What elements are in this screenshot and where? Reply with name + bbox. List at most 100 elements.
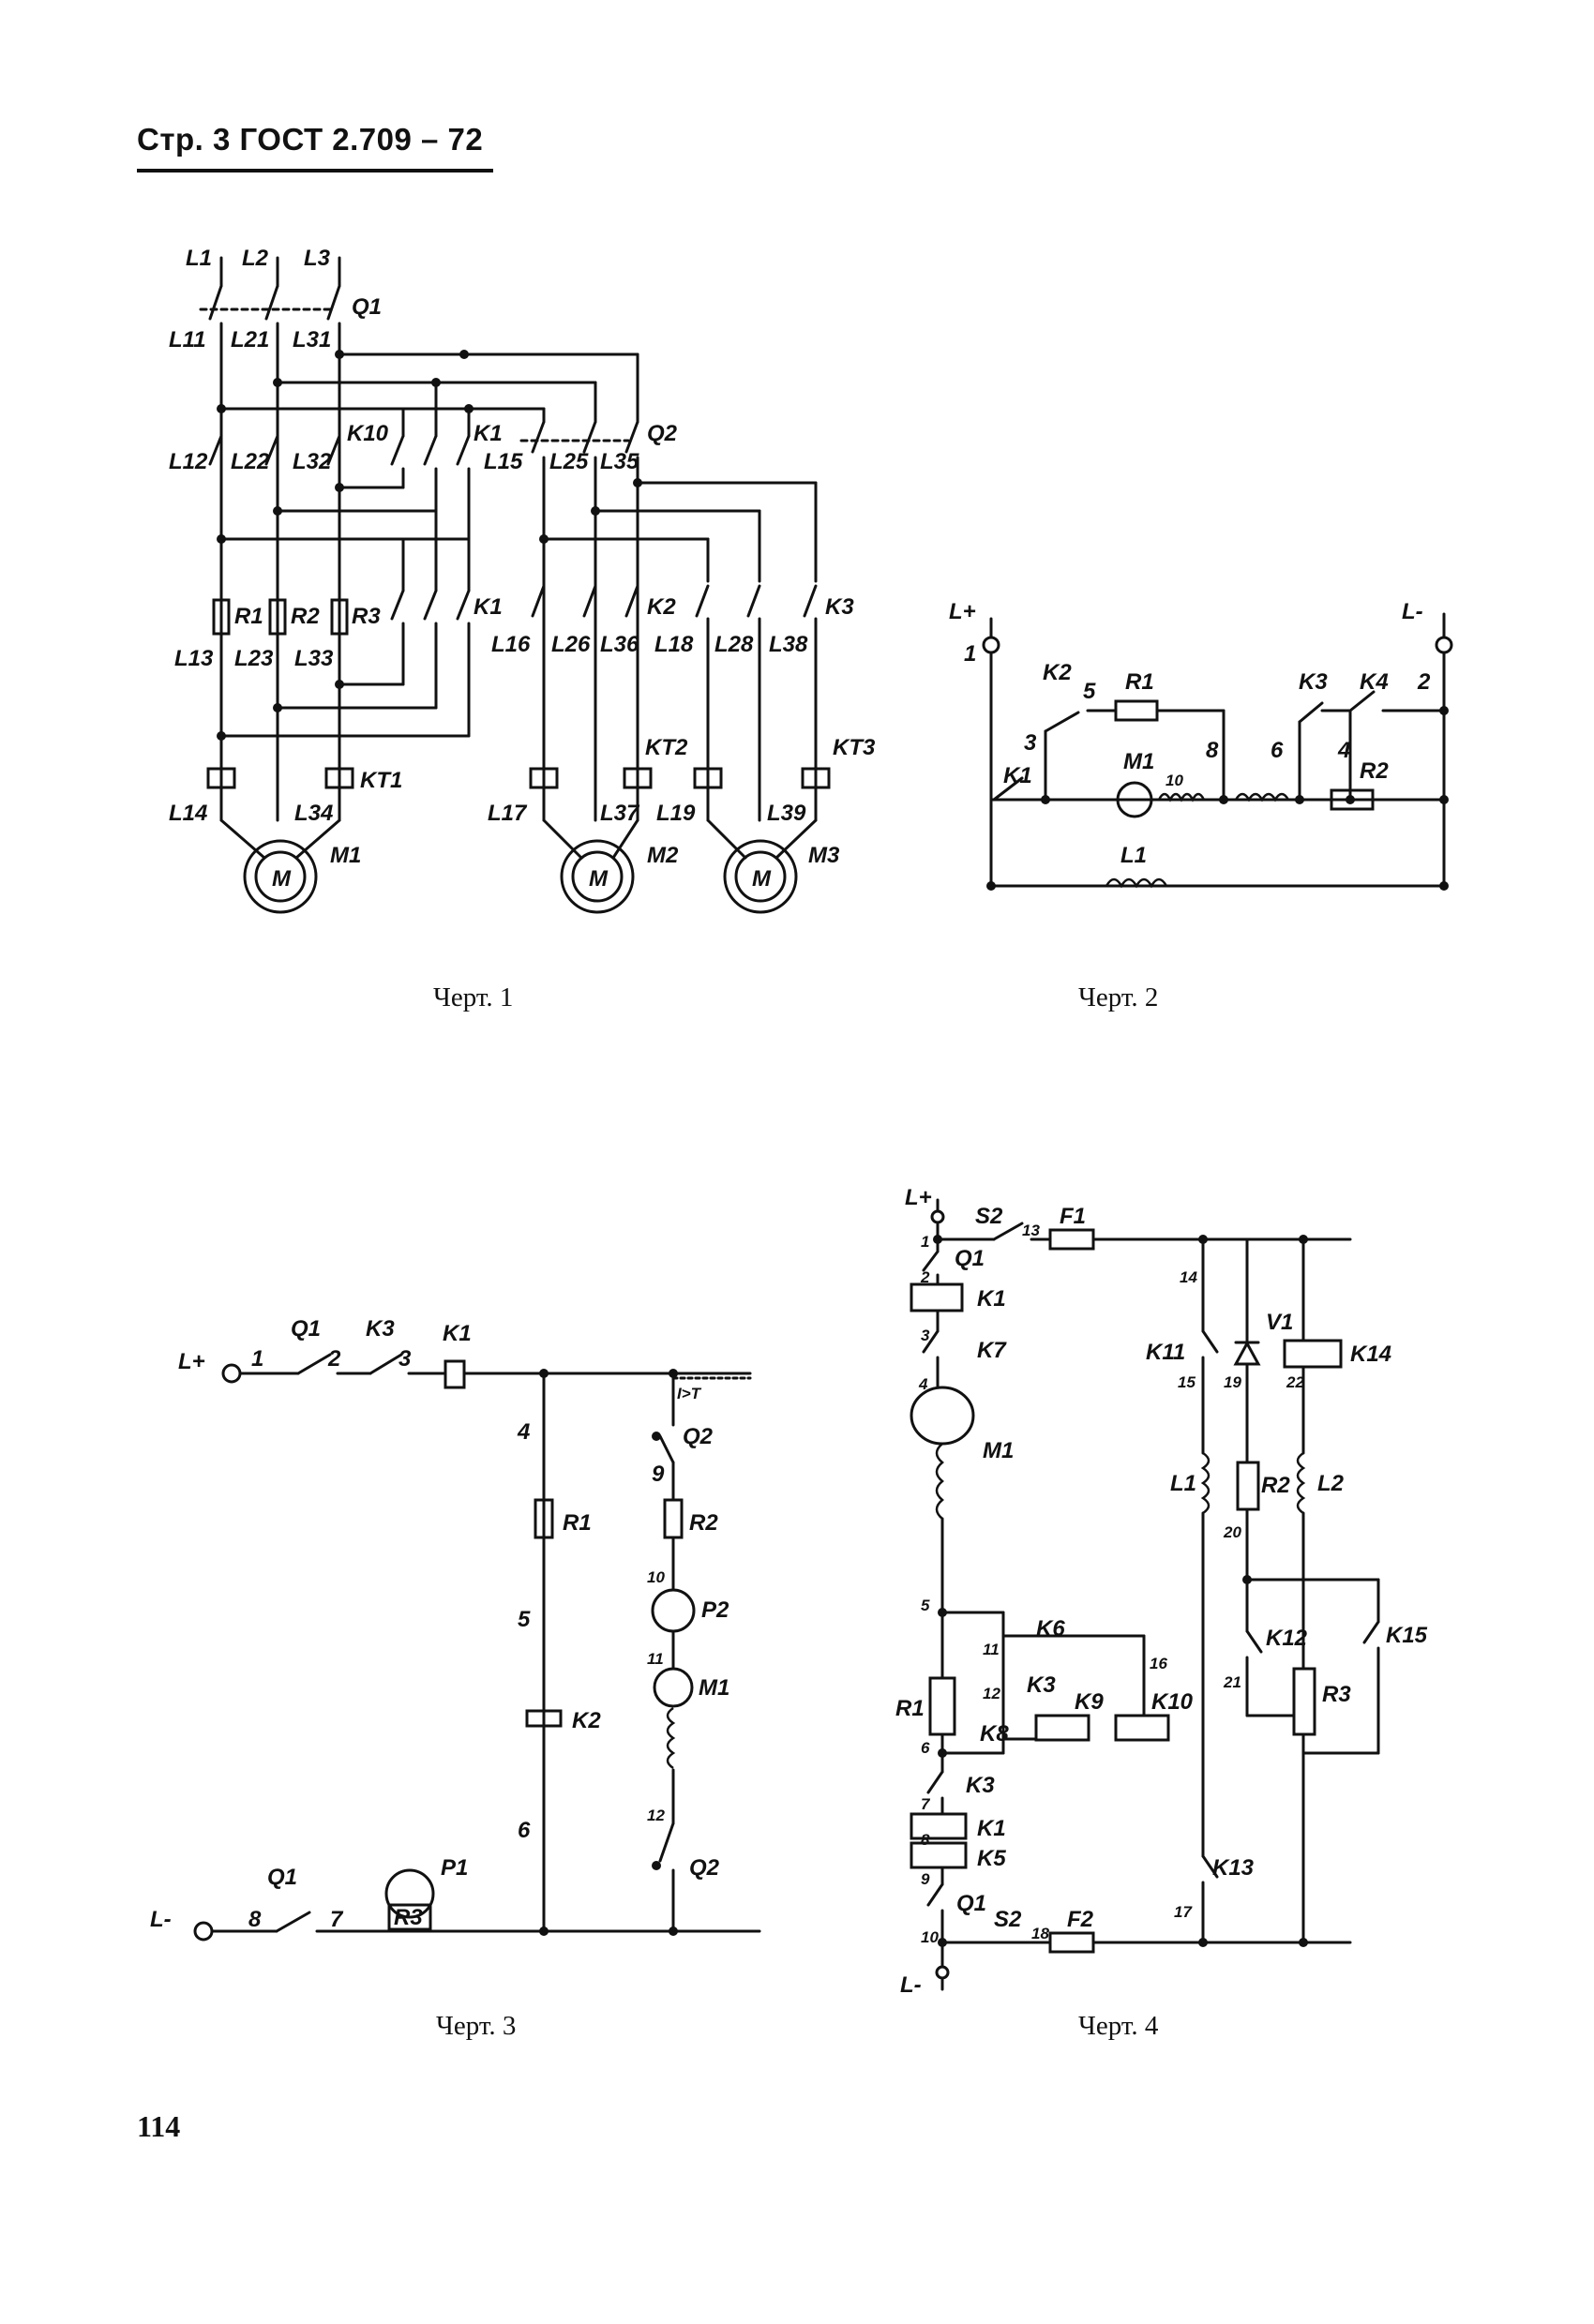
label-k13: K13 <box>1212 1855 1255 1881</box>
label-m2: M2 <box>647 843 679 868</box>
label-k9: K9 <box>1075 1689 1104 1715</box>
label-k10: K10 <box>347 421 389 446</box>
label-n2: 2 <box>920 1268 930 1286</box>
label-l19: L19 <box>656 801 696 826</box>
label-lminus: L- <box>900 1972 922 1998</box>
label-overcurrent: I>T <box>677 1385 702 1402</box>
label-r3: R3 <box>352 604 381 629</box>
label-l13: L13 <box>174 646 214 671</box>
figure-1-schematic: L1 L2 L3 Q1 L11 L21 L31 L12 L22 L32 K10 … <box>169 246 876 914</box>
label-k3-middle: K3 <box>1027 1672 1056 1698</box>
label-k3: K3 <box>1299 669 1328 695</box>
motor-m1-letter: M <box>272 866 292 892</box>
label-n11: 11 <box>647 1650 664 1668</box>
caption-fig3: Черт. 3 <box>436 2011 517 2041</box>
label-n8: 8 <box>1206 738 1219 763</box>
label-l14: L14 <box>169 801 207 826</box>
label-l15: L15 <box>484 449 523 474</box>
label-l17: L17 <box>488 801 528 826</box>
label-k1-lower: K1 <box>474 594 503 620</box>
label-k11: K11 <box>1146 1340 1185 1365</box>
label-l34: L34 <box>294 801 333 826</box>
label-l21: L21 <box>231 327 269 352</box>
label-lminus: L- <box>1402 599 1423 624</box>
label-n14: 14 <box>1180 1268 1197 1286</box>
label-l2: L2 <box>242 246 269 271</box>
label-q1-upper: Q1 <box>955 1246 985 1271</box>
label-k4: K4 <box>1360 669 1389 695</box>
label-l35: L35 <box>600 449 639 474</box>
figure-4-schematic: L+ S2 F1 13 1 Q1 2 K1 3 K7 4 M1 5 R1 K6 … <box>895 1185 1428 1998</box>
label-k6: K6 <box>1036 1616 1065 1642</box>
label-n12: 12 <box>983 1685 1000 1702</box>
label-l33: L33 <box>294 646 334 671</box>
caption-fig4: Черт. 4 <box>1078 2011 1159 2041</box>
label-k1-upper: K1 <box>977 1286 1006 1312</box>
label-lplus: L+ <box>905 1185 932 1210</box>
label-r1: R1 <box>895 1696 925 1721</box>
label-n16: 16 <box>1150 1655 1167 1672</box>
label-k14: K14 <box>1350 1342 1391 1367</box>
label-n12: 12 <box>647 1807 665 1824</box>
label-n10: 10 <box>921 1928 939 1946</box>
label-n2: 2 <box>1417 669 1431 695</box>
label-n3: 3 <box>1024 730 1037 756</box>
label-l32: L32 <box>293 449 332 474</box>
label-k1-upper: K1 <box>474 421 503 446</box>
label-l16: L16 <box>491 632 531 657</box>
label-m1: M1 <box>983 1438 1014 1463</box>
label-n4: 4 <box>918 1375 928 1393</box>
label-q2-lower: Q2 <box>689 1855 720 1881</box>
label-n9: 9 <box>652 1462 665 1487</box>
label-r1: R1 <box>563 1510 592 1536</box>
label-n15: 15 <box>1178 1373 1196 1391</box>
label-lplus: L+ <box>178 1349 205 1374</box>
label-n1: 1 <box>251 1346 263 1372</box>
label-p2: P2 <box>701 1597 729 1623</box>
label-m1: M1 <box>330 843 361 868</box>
label-f2: F2 <box>1067 1907 1094 1932</box>
page-header: Стр. 3 ГОСТ 2.709 – 72 <box>137 122 484 157</box>
label-r2: R2 <box>1261 1473 1290 1498</box>
label-r3: R3 <box>1322 1682 1351 1707</box>
label-n7: 7 <box>330 1907 344 1932</box>
label-n4: 4 <box>1337 738 1350 763</box>
label-kt2: KT2 <box>645 735 688 760</box>
label-l2: L2 <box>1317 1471 1345 1496</box>
label-l1: L1 <box>186 246 212 271</box>
label-n9: 9 <box>921 1870 930 1888</box>
label-n1: 1 <box>964 641 976 667</box>
label-k2: K2 <box>647 594 676 620</box>
label-q1-lower: Q1 <box>267 1865 297 1890</box>
label-k3-lower: K3 <box>966 1773 995 1798</box>
label-k1: K1 <box>1003 763 1032 788</box>
label-n5: 5 <box>1083 679 1096 704</box>
label-n8: 8 <box>248 1907 262 1932</box>
label-l23: L23 <box>234 646 274 671</box>
label-k15: K15 <box>1386 1623 1428 1648</box>
label-l39: L39 <box>767 801 806 826</box>
label-n19: 19 <box>1224 1373 1241 1391</box>
label-q2: Q2 <box>647 421 678 446</box>
label-n22: 22 <box>1286 1373 1304 1391</box>
motor-m3-letter: M <box>752 866 772 892</box>
label-n10: 10 <box>1165 772 1183 789</box>
label-kt3: KT3 <box>833 735 876 760</box>
label-p1: P1 <box>441 1855 468 1881</box>
label-k3: K3 <box>366 1316 395 1342</box>
label-l11: L11 <box>169 327 206 352</box>
label-l18: L18 <box>654 632 694 657</box>
label-k1-lower: K1 <box>977 1816 1006 1841</box>
label-r1: R1 <box>1125 669 1154 695</box>
label-r2: R2 <box>689 1510 718 1536</box>
label-n21: 21 <box>1223 1673 1241 1691</box>
label-n5: 5 <box>518 1607 531 1632</box>
label-l12: L12 <box>169 449 208 474</box>
label-lminus: L- <box>150 1907 172 1932</box>
label-q1: Q1 <box>291 1316 321 1342</box>
label-l26: L26 <box>551 632 591 657</box>
label-q1-lower: Q1 <box>956 1891 986 1916</box>
label-n10: 10 <box>647 1568 665 1586</box>
label-n18: 18 <box>1031 1925 1049 1942</box>
